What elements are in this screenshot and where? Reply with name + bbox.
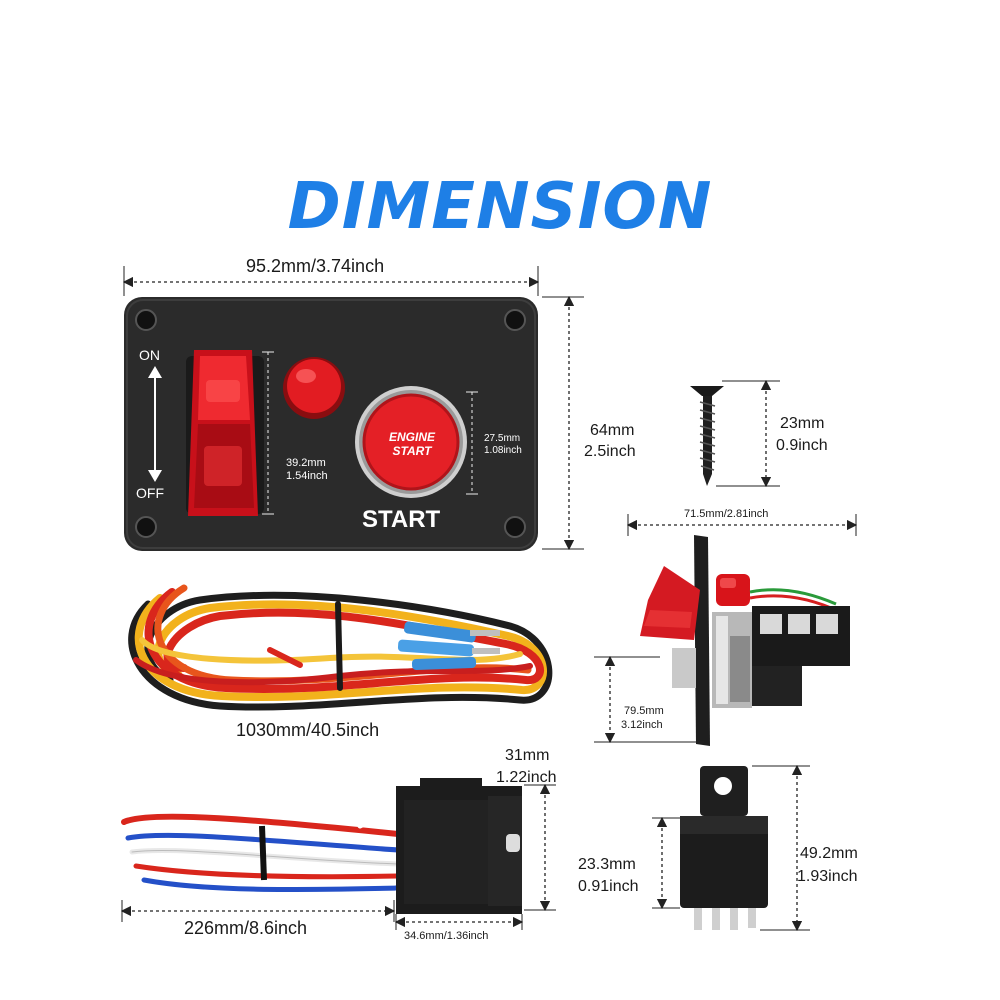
screw-length-inch: 0.9inch — [776, 437, 828, 454]
relay-height-inch: 1.93inch — [797, 868, 858, 885]
button-inner-dim-mm: 27.5mm — [484, 433, 521, 444]
relay-body-dimension — [652, 816, 680, 910]
on-label: ON — [139, 347, 160, 363]
toggle-switch-cover-icon — [186, 350, 264, 516]
wire-harness-icon — [128, 584, 553, 711]
screw-icon — [690, 386, 724, 486]
relay-icon — [680, 766, 768, 930]
panel-height-inch: 2.5inch — [584, 443, 636, 460]
relay-height-mm: 49.2mm — [800, 845, 858, 862]
socket-height-dimension — [524, 783, 556, 912]
button-label-line1: ENGINE — [388, 430, 435, 444]
panel-width-dimension — [122, 266, 540, 296]
toggle-inner-dim-mm: 39.2mm — [286, 457, 326, 469]
screw-length-dimension — [716, 379, 780, 488]
switch-height-dimension — [594, 655, 704, 744]
switch-depth-label: 71.5mm/2.81inch — [684, 508, 769, 520]
mounting-hole-icon — [135, 309, 526, 538]
panel-height-dimension — [542, 295, 584, 551]
socket-height-mm: 31mm — [505, 747, 550, 764]
socket-height-inch: 1.22inch — [496, 769, 557, 786]
relay-body-inch: 0.91inch — [578, 878, 639, 895]
relay-body-mm: 23.3mm — [578, 856, 636, 873]
relay-height-dimension — [752, 764, 810, 932]
screw-length-mm: 23mm — [780, 415, 825, 432]
switch-height-inch: 3.12inch — [621, 719, 663, 731]
button-label-line2: START — [392, 444, 432, 458]
socket-wire-dimension — [120, 900, 396, 922]
start-label: START — [362, 506, 441, 533]
switch-depth-dimension — [626, 514, 858, 536]
indicator-lamp-icon — [283, 357, 345, 419]
relay-socket-icon — [121, 778, 522, 914]
switch-side-view-icon — [640, 535, 850, 746]
wire-length-label: 1030mm/40.5inch — [236, 720, 380, 740]
switch-panel — [124, 297, 538, 551]
switch-height-mm: 79.5mm — [624, 705, 664, 717]
panel-height-mm: 64mm — [590, 422, 635, 439]
socket-wire-label: 226mm/8.6inch — [184, 918, 308, 938]
dimension-heading: DIMENSION — [287, 170, 713, 244]
socket-width-dimension — [394, 914, 524, 930]
toggle-inner-dim-inch: 1.54inch — [286, 470, 328, 482]
socket-width-label: 34.6mm/1.36inch — [404, 930, 489, 942]
engine-start-button-icon — [355, 386, 467, 498]
panel-width-label: 95.2mm/3.74inch — [246, 256, 385, 276]
off-label: OFF — [136, 485, 164, 501]
button-inner-dim-inch: 1.08inch — [484, 445, 522, 456]
